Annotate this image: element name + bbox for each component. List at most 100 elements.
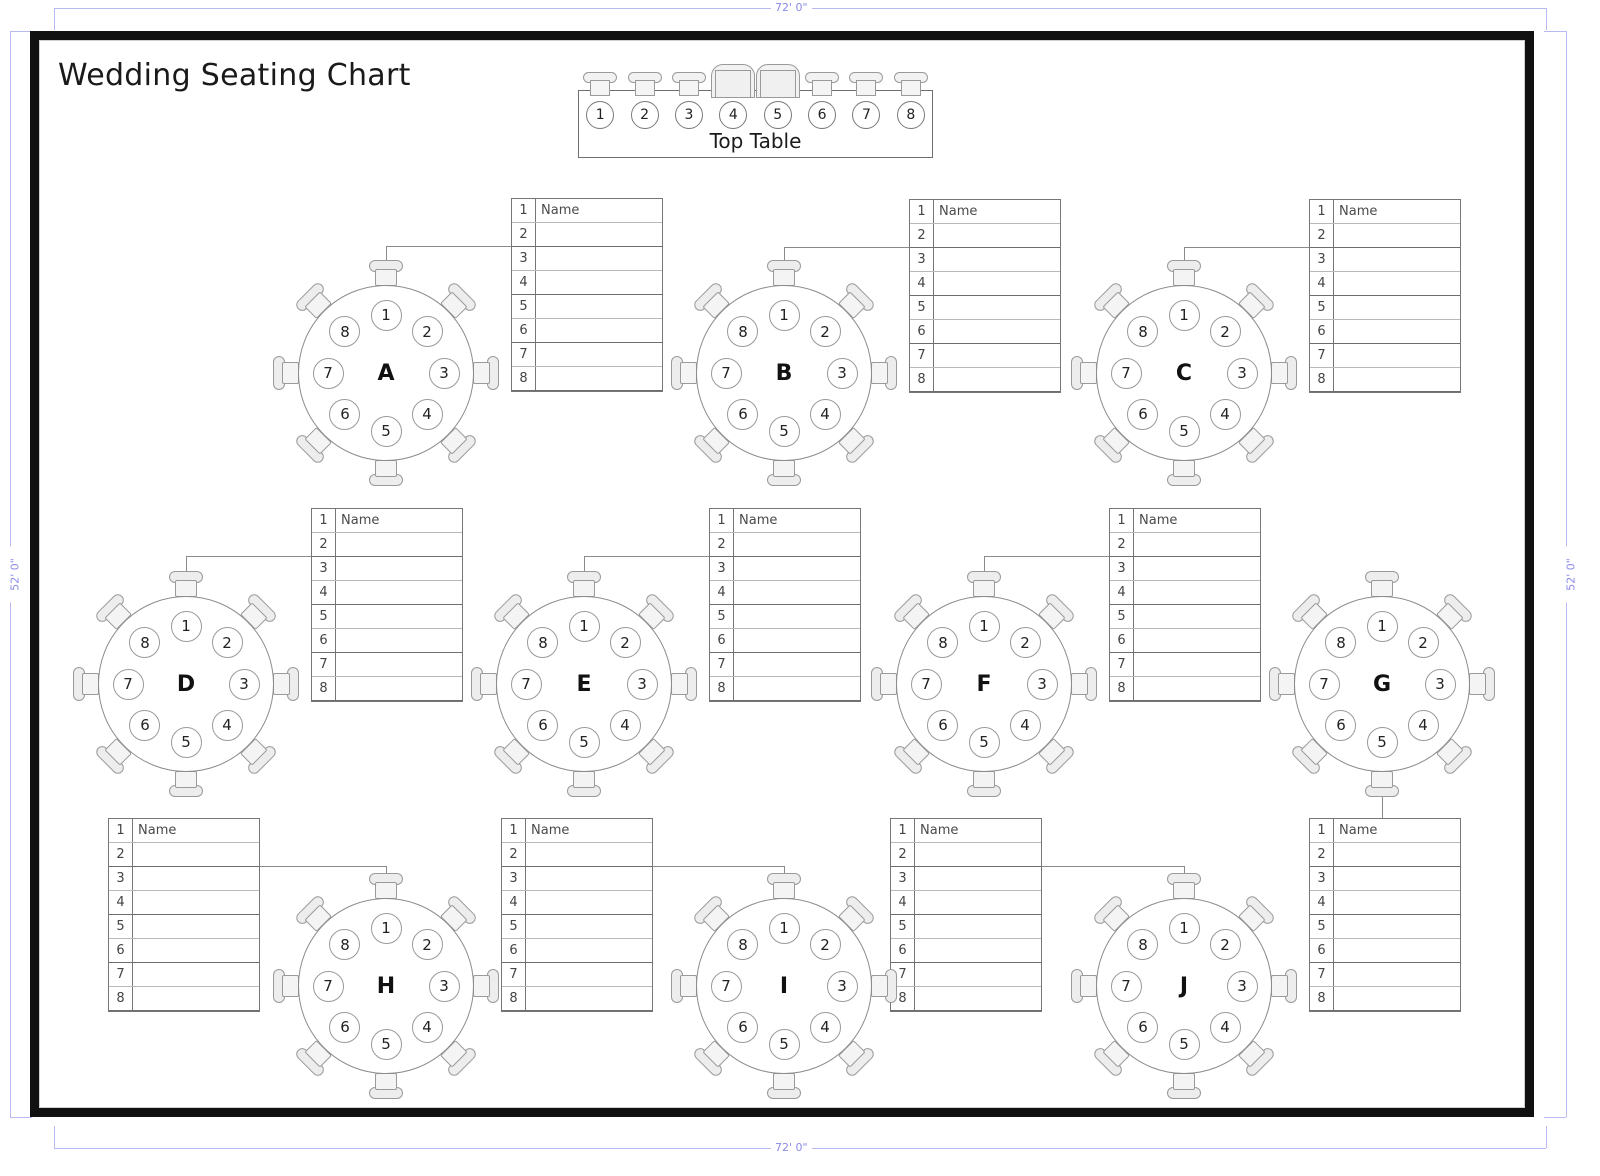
guest-name-cell[interactable] [133, 843, 259, 866]
top-table-seat-6[interactable]: 6 [808, 101, 837, 129]
guest-name-cell[interactable] [1334, 344, 1460, 367]
table-A-seat-6[interactable]: 6 [329, 398, 361, 430]
guest-name-cell[interactable] [526, 963, 652, 986]
guest-name-cell[interactable] [934, 296, 1060, 319]
table-row[interactable]: 8 [1310, 987, 1460, 1011]
guest-name-cell[interactable] [536, 247, 662, 270]
table-C-seat-2[interactable]: 2 [1209, 316, 1241, 348]
guest-name-cell[interactable] [133, 939, 259, 962]
guest-name-cell[interactable] [133, 891, 259, 914]
table-row[interactable]: 3 [1310, 867, 1460, 891]
guest-name-cell[interactable] [1334, 248, 1460, 271]
table-row[interactable]: 6 [891, 939, 1041, 963]
table-F-seat-6[interactable]: 6 [927, 709, 959, 741]
guest-name-cell[interactable] [1134, 533, 1260, 556]
table-H-seat-1[interactable]: 1 [370, 912, 402, 944]
guest-name-cell[interactable] [536, 367, 662, 390]
guest-name-cell[interactable] [915, 915, 1041, 938]
top-table-seat-1[interactable]: 1 [586, 101, 615, 129]
guest-name-cell[interactable]: Name [138, 823, 177, 838]
guest-name-cell[interactable] [1334, 843, 1460, 866]
table-row[interactable]: 6 [1310, 320, 1460, 344]
table-C-seat-3[interactable]: 3 [1226, 357, 1258, 389]
table-D-seat-1[interactable]: 1 [170, 610, 202, 642]
table-D-seat-6[interactable]: 6 [129, 709, 161, 741]
guest-name-cell[interactable] [1134, 557, 1260, 580]
table-row[interactable]: 3 [109, 867, 259, 891]
table-row[interactable]: 2 [910, 224, 1060, 248]
table-row[interactable]: 4 [312, 581, 462, 605]
table-J-seat-8[interactable]: 8 [1127, 929, 1159, 961]
table-row[interactable]: 5 [910, 296, 1060, 320]
table-row[interactable]: 3 [512, 247, 662, 271]
guest-name-cell[interactable] [1134, 605, 1260, 628]
table-B-seat-7[interactable]: 7 [710, 357, 742, 389]
guest-name-cell[interactable]: Name [1139, 513, 1178, 528]
table-J-seat-2[interactable]: 2 [1209, 929, 1241, 961]
table-row[interactable]: 3 [1310, 248, 1460, 272]
table-F-seat-7[interactable]: 7 [910, 668, 942, 700]
table-row[interactable]: 4 [891, 891, 1041, 915]
guest-name-cell[interactable]: Name [541, 203, 580, 218]
table-E-seat-4[interactable]: 4 [609, 709, 641, 741]
table-E-seat-2[interactable]: 2 [609, 627, 641, 659]
guest-name-cell[interactable] [934, 344, 1060, 367]
table-row[interactable]: 7 [710, 653, 860, 677]
guest-name-cell[interactable] [934, 224, 1060, 247]
table-A-seat-7[interactable]: 7 [312, 357, 344, 389]
guest-name-cell[interactable] [934, 248, 1060, 271]
guest-name-cell[interactable] [336, 677, 462, 700]
table-row[interactable]: 7 [512, 343, 662, 367]
guest-name-cell[interactable] [536, 343, 662, 366]
guest-name-cell[interactable]: Name [531, 823, 570, 838]
table-row[interactable]: 6 [109, 939, 259, 963]
guest-name-cell[interactable] [1334, 915, 1460, 938]
guest-name-cell[interactable] [536, 223, 662, 246]
table-B-seat-4[interactable]: 4 [809, 398, 841, 430]
top-table-seat-2[interactable]: 2 [630, 101, 659, 129]
table-row[interactable]: 7 [1110, 653, 1260, 677]
table-E-seat-8[interactable]: 8 [527, 627, 559, 659]
guest-name-cell[interactable] [1334, 963, 1460, 986]
table-row[interactable]: 3 [312, 557, 462, 581]
table-row[interactable]: 5 [1310, 915, 1460, 939]
top-table-seat-4[interactable]: 4 [719, 101, 748, 129]
table-B-seat-1[interactable]: 1 [768, 299, 800, 331]
guest-name-cell[interactable] [734, 557, 860, 580]
guest-name-cell[interactable] [1334, 987, 1460, 1010]
table-J-seat-5[interactable]: 5 [1168, 1028, 1200, 1060]
table-row[interactable]: 2 [710, 533, 860, 557]
table-row[interactable]: 2 [109, 843, 259, 867]
table-A-seat-3[interactable]: 3 [428, 357, 460, 389]
guest-name-cell[interactable]: Name [920, 823, 959, 838]
guest-name-cell[interactable] [934, 368, 1060, 391]
guest-name-cell[interactable] [526, 867, 652, 890]
table-H-seat-8[interactable]: 8 [329, 929, 361, 961]
guest-name-cell[interactable] [1134, 677, 1260, 700]
guest-name-cell[interactable] [1334, 320, 1460, 343]
table-E-seat-5[interactable]: 5 [568, 726, 600, 758]
table-row[interactable]: 5 [1110, 605, 1260, 629]
guest-name-cell[interactable]: Name [1339, 204, 1378, 219]
table-H-seat-7[interactable]: 7 [312, 970, 344, 1002]
table-row[interactable]: 8 [109, 987, 259, 1011]
table-E-seat-7[interactable]: 7 [510, 668, 542, 700]
table-D-seat-4[interactable]: 4 [211, 709, 243, 741]
table-H-seat-6[interactable]: 6 [329, 1011, 361, 1043]
table-B-seat-8[interactable]: 8 [727, 316, 759, 348]
table-row[interactable]: 5 [710, 605, 860, 629]
table-G-seat-1[interactable]: 1 [1366, 610, 1398, 642]
table-G-seat-4[interactable]: 4 [1407, 709, 1439, 741]
table-F-seat-5[interactable]: 5 [968, 726, 1000, 758]
guest-name-cell[interactable] [915, 939, 1041, 962]
